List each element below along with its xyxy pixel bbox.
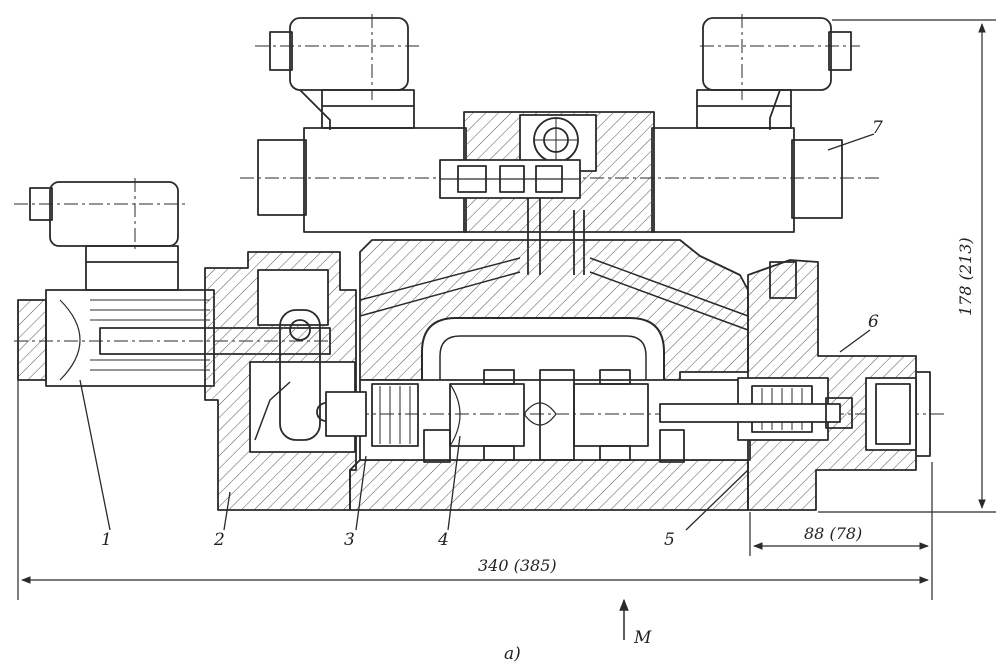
dimension-overall-length: 340 (385) — [478, 556, 557, 575]
right-end-housing — [659, 259, 931, 511]
view-arrow-label: M — [634, 628, 652, 648]
main-valve-body — [349, 239, 751, 511]
pilot-solenoid-body — [240, 111, 880, 233]
top-right-solenoid-plug — [696, 14, 860, 130]
top-left-solenoid-plug — [255, 14, 420, 130]
dimension-height: 178 (213) — [956, 237, 975, 316]
callout-2: 2 — [214, 530, 225, 550]
callout-5: 5 — [664, 530, 675, 550]
lever-housing — [204, 251, 367, 511]
callout-3: 3 — [344, 530, 355, 550]
callout-leaders — [79, 133, 875, 531]
callout-1: 1 — [101, 530, 112, 550]
callout-4: 4 — [438, 530, 449, 550]
main-spool — [330, 369, 946, 463]
dimension-right-section: 88 (78) — [804, 524, 863, 543]
callout-7: 7 — [872, 118, 883, 138]
dimension-lines — [17, 19, 996, 640]
figure-caption: a) — [504, 644, 521, 664]
callout-6: 6 — [868, 312, 879, 332]
